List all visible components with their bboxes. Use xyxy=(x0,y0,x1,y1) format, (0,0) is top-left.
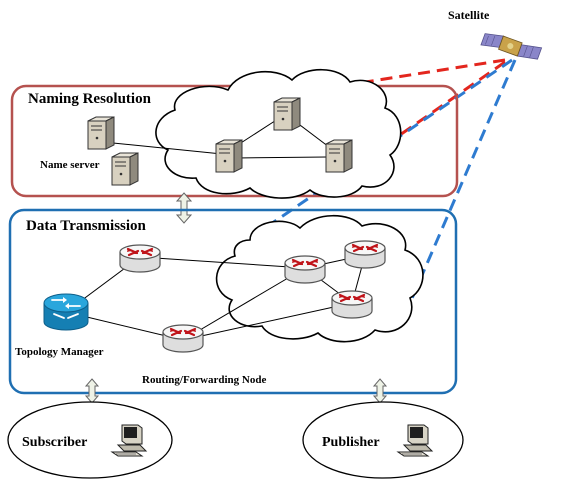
data-transmission-title: Data Transmission xyxy=(26,218,147,234)
router-icon xyxy=(330,289,374,320)
name-server-label: Name server xyxy=(40,159,100,171)
satellite-icon xyxy=(480,33,543,60)
server-icon xyxy=(325,139,353,173)
routing-forwarding-node-label: Routing/Forwarding Node xyxy=(142,374,266,386)
router-icon xyxy=(161,323,205,354)
publisher-label: Publisher xyxy=(322,435,380,450)
publisher-ellipse xyxy=(302,401,464,479)
double-arrow-naming-data xyxy=(175,192,193,224)
topology-manager-label: Topology Manager xyxy=(15,346,104,358)
server-icon xyxy=(111,152,139,186)
satellite-label: Satellite xyxy=(448,8,490,22)
server-icon xyxy=(87,116,115,150)
blue-link-left xyxy=(239,58,513,247)
double-arrow-subscriber xyxy=(84,378,100,404)
server-icon xyxy=(273,97,301,131)
switch-icon xyxy=(43,293,89,331)
router-icon xyxy=(283,254,327,285)
naming-cloud xyxy=(155,69,402,199)
data-transmission-box xyxy=(8,208,458,395)
subscriber-ellipse xyxy=(7,401,173,479)
router-icon xyxy=(118,243,162,274)
subscriber-label: Subscriber xyxy=(22,435,87,450)
double-arrow-publisher xyxy=(372,378,388,404)
router-icon xyxy=(343,239,387,270)
blue-link-right xyxy=(408,59,517,304)
server-icon xyxy=(215,139,243,173)
naming-resolution-title: Naming Resolution xyxy=(28,91,152,107)
